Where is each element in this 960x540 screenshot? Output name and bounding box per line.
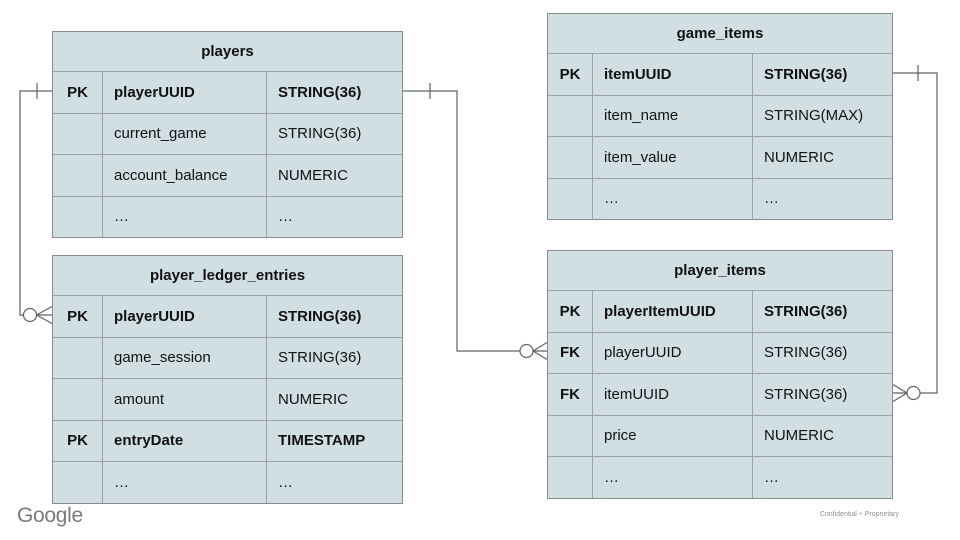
table-row[interactable]: item_name STRING(MAX)	[548, 94, 892, 136]
key-cell	[548, 415, 593, 456]
type-cell: STRING(36)	[764, 344, 848, 362]
name-cell: price	[593, 415, 753, 456]
key-cell	[548, 95, 593, 136]
type-cell: NUMERIC	[764, 427, 834, 445]
key-cell	[53, 379, 103, 420]
name-cell: game_session	[103, 337, 267, 378]
name-cell: …	[593, 178, 753, 219]
name-cell: …	[103, 462, 267, 503]
key-cell	[53, 462, 103, 503]
name-cell: item_name	[593, 95, 753, 136]
zero-circle-icon	[906, 385, 921, 401]
connector-players-ledger[interactable]	[19, 83, 53, 325]
type-cell: STRING(36)	[278, 125, 362, 143]
table-row[interactable]: current_game STRING(36)	[53, 112, 402, 154]
connector-line	[19, 90, 52, 316]
connector-line	[893, 72, 938, 394]
name-cell: …	[593, 457, 753, 498]
type-cell: NUMERIC	[278, 390, 348, 408]
name-cell: entryDate	[103, 420, 267, 461]
key-cell: PK	[548, 291, 593, 332]
name-cell: account_balance	[103, 155, 267, 196]
type-cell: …	[278, 473, 293, 491]
type-cell: STRING(36)	[278, 83, 362, 101]
table-row[interactable]: game_session STRING(36)	[53, 336, 402, 378]
key-cell: PK	[548, 54, 593, 95]
key-cell: FK	[548, 332, 593, 373]
name-cell: itemUUID	[593, 54, 753, 95]
table-title: player_items	[674, 262, 766, 279]
name-cell: item_value	[593, 137, 753, 178]
name-cell: amount	[103, 379, 267, 420]
connector-players-player-items[interactable]	[403, 83, 548, 361]
key-cell: FK	[548, 374, 593, 415]
key-cell: PK	[53, 296, 103, 337]
connector-game-items-player-items[interactable]	[892, 65, 938, 403]
type-cell: STRING(36)	[764, 65, 848, 83]
confidential-note: Confidential + Proprietary	[819, 511, 899, 518]
key-cell	[53, 196, 103, 237]
type-cell: …	[278, 208, 293, 226]
name-cell: itemUUID	[593, 374, 753, 415]
type-cell: NUMERIC	[764, 148, 834, 166]
type-cell: STRING(MAX)	[764, 107, 864, 125]
crowfoot-many-icon	[532, 341, 548, 361]
name-cell: playerItemUUID	[593, 291, 753, 332]
google-logo: Google	[17, 504, 83, 527]
type-cell: STRING(36)	[764, 302, 848, 320]
type-cell: …	[764, 468, 779, 486]
type-cell: STRING(36)	[278, 307, 362, 325]
name-cell: playerUUID	[593, 332, 753, 373]
key-cell: PK	[53, 72, 103, 113]
type-cell: …	[764, 190, 779, 208]
table-row[interactable]: ……	[53, 461, 402, 503]
table-title: player_ledger_entries	[149, 267, 306, 284]
connector-line	[403, 90, 520, 352]
name-cell: …	[103, 196, 267, 237]
zero-circle-icon	[519, 343, 534, 359]
key-cell	[53, 155, 103, 196]
key-cell	[53, 113, 103, 154]
zero-circle-icon	[22, 307, 38, 323]
type-cell: TIMESTAMP	[278, 432, 366, 450]
table-title: game_items	[676, 25, 764, 42]
table-row[interactable]: ……	[548, 177, 892, 219]
key-cell	[548, 457, 593, 498]
type-cell: NUMERIC	[278, 166, 348, 184]
table-row[interactable]: amount NUMERIC	[53, 378, 402, 420]
name-cell: playerUUID	[103, 296, 267, 337]
name-cell: current_game	[103, 113, 267, 154]
name-cell: playerUUID	[103, 72, 267, 113]
crowfoot-many-icon	[36, 305, 53, 325]
key-cell	[548, 137, 593, 178]
table-row[interactable]: item_value NUMERIC	[548, 136, 892, 178]
key-cell	[548, 178, 593, 219]
type-cell: STRING(36)	[764, 385, 848, 403]
table-row[interactable]: account_balance NUMERIC	[53, 154, 402, 196]
table-row[interactable]: ……	[548, 456, 892, 498]
type-cell: STRING(36)	[278, 349, 362, 367]
key-cell	[53, 337, 103, 378]
table-row[interactable]: ……	[53, 195, 402, 237]
table-title: players	[201, 43, 254, 60]
key-cell: PK	[53, 420, 103, 461]
crowfoot-many-icon	[892, 383, 908, 403]
table-row[interactable]: price NUMERIC	[548, 414, 892, 456]
